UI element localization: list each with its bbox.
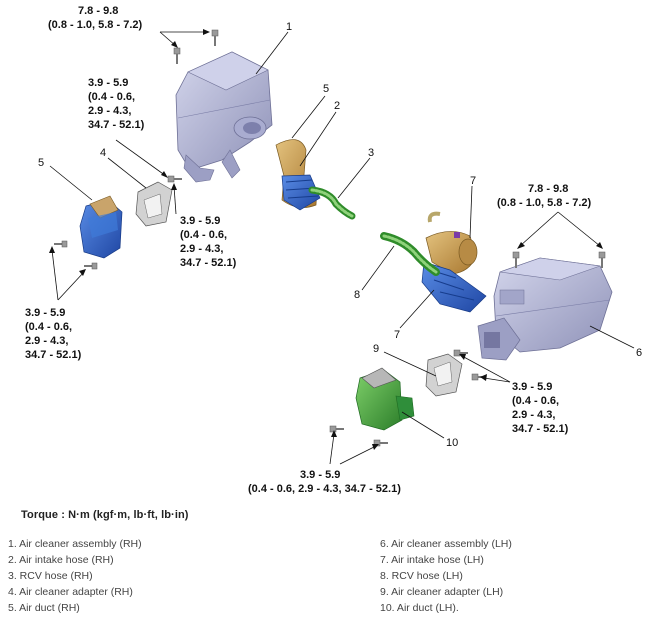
legend-item: 10. Air duct (LH). [380,602,459,614]
air-intake-hose-rh [275,139,321,211]
bolt-icon [211,29,219,46]
torque-heading: Torque : N·m (kgf·m, lb·ft, lb·in) [21,509,189,521]
legend-item: 2. Air intake hose (RH) [8,554,114,566]
bolt-icon [84,262,98,270]
legend-item: 3. RCV hose (RH) [8,570,93,582]
parts-legend-right: 6. Air cleaner assembly (LH) 7. Air inta… [380,536,512,616]
air-cleaner-adapter-lh [425,353,463,397]
callout-10: 10 [446,437,458,449]
callout-2: 2 [334,100,340,112]
legend-item: 7. Air intake hose (LH) [380,554,484,566]
air-cleaner-assembly-rh [175,51,273,183]
rcv-hose-lh [380,232,440,276]
torque-spec-upper-right: 7.8 - 9.8 (0.8 - 1.0, 5.8 - 7.2) [497,183,591,209]
bolt-icon [329,425,344,433]
bolt-icon [512,251,520,268]
legend-item: 1. Air cleaner assembly (RH) [8,538,142,550]
legend-item: 4. Air cleaner adapter (RH) [8,586,133,598]
bolt-icon [598,251,606,268]
torque-spec-top-left: 7.8 - 9.8 (0.8 - 1.0, 5.8 - 7.2) [48,5,142,31]
callout-3: 3 [368,147,374,159]
torque-spec-lower-right: 3.9 - 5.9 (0.4 - 0.6, 2.9 - 4.3, 34.7 - … [512,381,569,435]
exploded-parts-diagram: 1 5 2 3 4 5 7 8 7 6 9 10 7.8 - 9.8 (0.8 … [25,5,642,495]
legend-item: 9. Air cleaner adapter (LH) [380,586,504,598]
torque-spec-bottom-center: 3.9 - 5.9 (0.4 - 0.6, 2.9 - 4.3, 34.7 - … [248,469,401,495]
callout-8: 8 [354,289,360,301]
callout-6: 6 [636,347,642,359]
air-intake-hose-lh [421,211,487,313]
bolt-icon [167,175,182,183]
callout-7-upper: 7 [470,175,476,187]
callout-7-lower: 7 [394,329,400,341]
air-cleaner-adapter-rh [135,181,173,227]
bolt-icon [453,349,468,357]
bolt-icon [173,47,181,64]
callout-4: 4 [100,147,106,159]
torque-spec-lower-left: 3.9 - 5.9 (0.4 - 0.6, 2.9 - 4.3, 34.7 - … [25,307,82,361]
callout-5-upper: 5 [323,83,329,95]
legend-item: 8. RCV hose (LH) [380,570,463,582]
air-duct-rh [79,195,123,259]
rcv-hose-rh [308,186,356,220]
air-duct-lh [355,367,415,431]
callout-9: 9 [373,343,379,355]
torque-spec-center-left: 3.9 - 5.9 (0.4 - 0.6, 2.9 - 4.3, 34.7 - … [180,215,237,269]
legend-item: 5. Air duct (RH) [8,602,80,614]
torque-spec-upper-mid-left: 3.9 - 5.9 (0.4 - 0.6, 2.9 - 4.3, 34.7 - … [88,77,145,131]
bolt-icon [54,240,68,248]
parts-legend-left: 1. Air cleaner assembly (RH) 2. Air inta… [8,536,142,616]
legend-item: 6. Air cleaner assembly (LH) [380,538,512,550]
air-cleaner-assembly-lh [477,257,613,361]
callout-5: 5 [38,157,44,169]
leader-lines [49,29,635,465]
callout-1: 1 [286,21,292,33]
